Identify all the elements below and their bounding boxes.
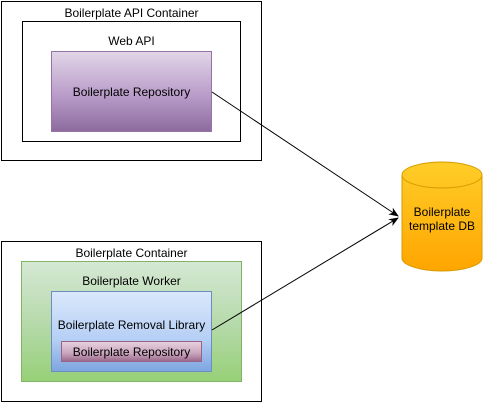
api-repository-to-database-arrow [212, 92, 398, 216]
removal-library-to-database-arrow [212, 218, 398, 330]
